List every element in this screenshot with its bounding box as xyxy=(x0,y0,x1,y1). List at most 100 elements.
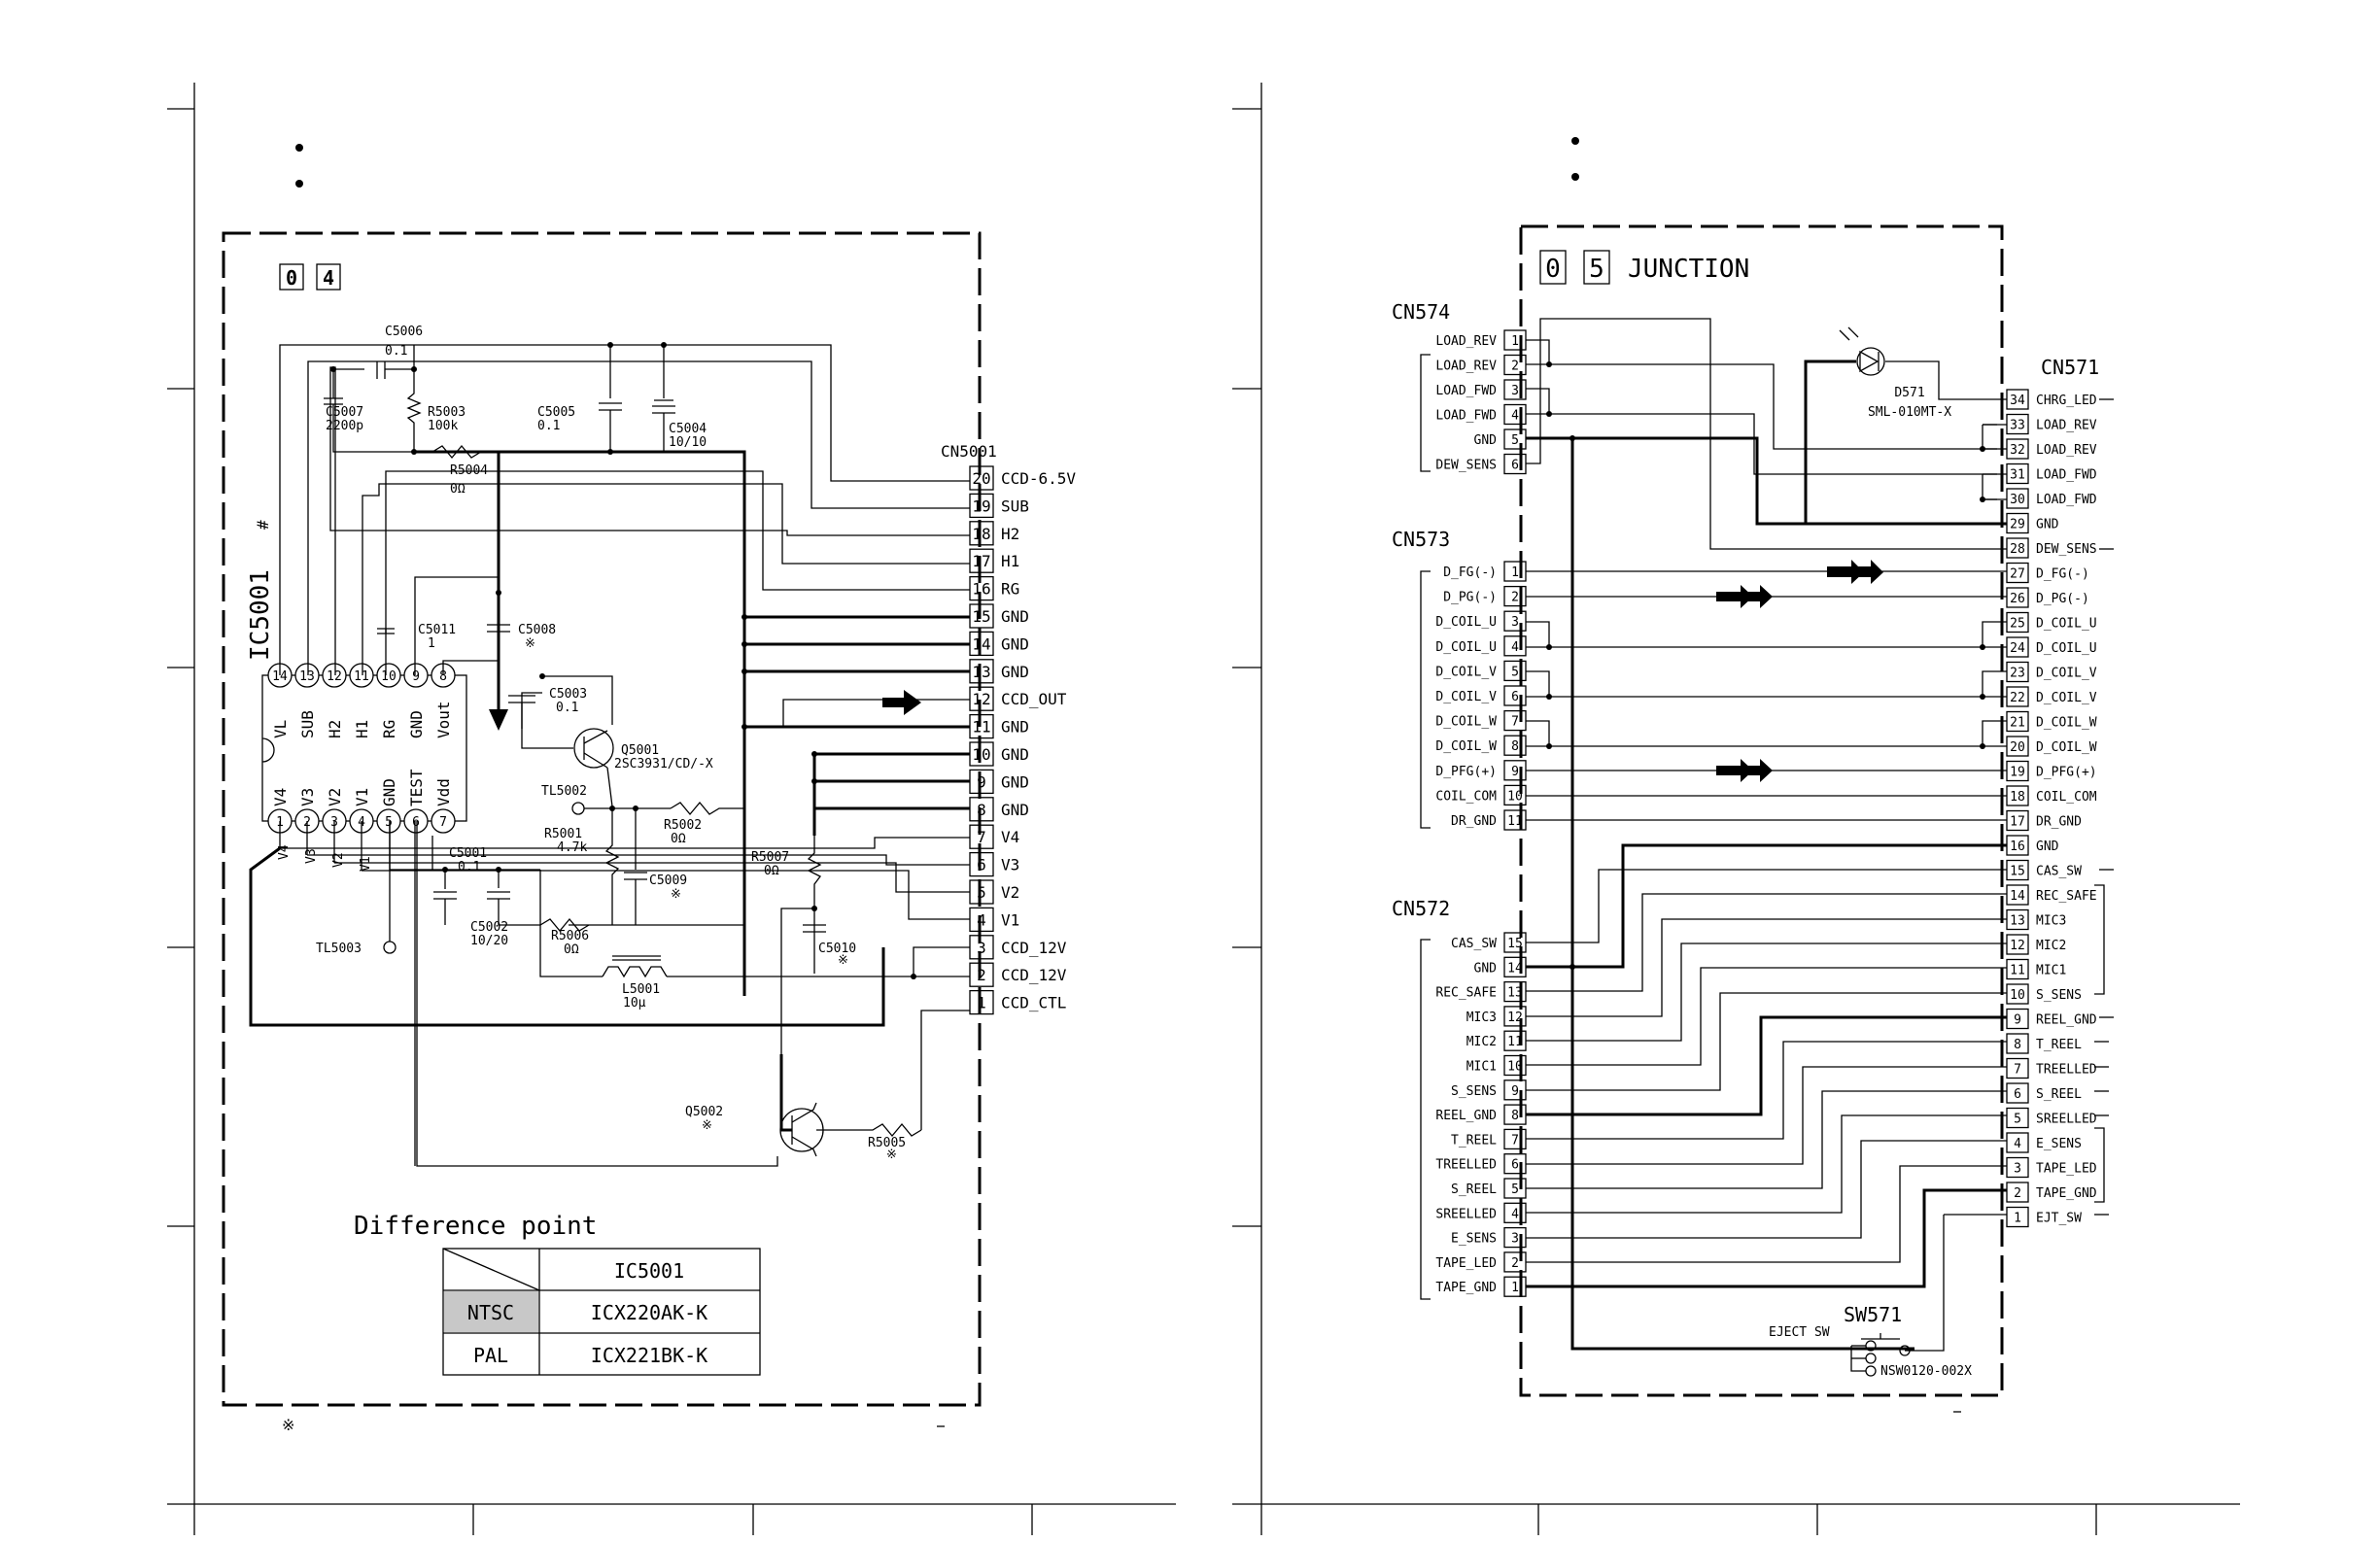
cn573-pin-box xyxy=(1503,660,1527,682)
cn571-pin-number: 11 xyxy=(2010,964,2025,978)
cn571-pin-label: GND xyxy=(2036,518,2059,532)
cn571-pin-label: D_COIL_V xyxy=(2036,667,2097,681)
connector-pin-number: 6 xyxy=(977,856,986,874)
cn572-pin-box xyxy=(1503,1030,1527,1051)
cn571-pin-label: D_COIL_U xyxy=(2036,641,2097,656)
connector-pin-label: V2 xyxy=(1001,883,1019,902)
ic-pin-function: V4 xyxy=(271,788,290,806)
ic-wire-label: V2 xyxy=(331,852,346,868)
component-value: 0.1 xyxy=(537,419,560,433)
component-ref: TL5003 xyxy=(316,942,362,956)
cn571-pin-box xyxy=(2006,636,2029,658)
cn573-pin-box xyxy=(1503,709,1527,732)
cn571-pin-number: 20 xyxy=(2010,740,2025,755)
cn571-pin-number: 7 xyxy=(2014,1063,2021,1078)
ic-pin-function: Vdd xyxy=(434,778,453,806)
ic-pin-number: 6 xyxy=(412,815,420,830)
cn574-pin-number: 5 xyxy=(1511,433,1519,448)
difference-row-value: ICX220AK-K xyxy=(591,1301,707,1324)
cn571-pin-number: 26 xyxy=(2010,592,2025,606)
component-ref: C5010 xyxy=(818,942,856,956)
cn574-pin-number: 1 xyxy=(1511,334,1519,349)
cn572-pin-number: 12 xyxy=(1507,1011,1523,1025)
cn571-pin-box xyxy=(2006,1008,2029,1030)
cn573-pin-number: 3 xyxy=(1511,615,1519,630)
component-ref: C5008 xyxy=(518,623,556,637)
cn571-pin-label: MIC2 xyxy=(2036,939,2066,953)
component-value: ※ xyxy=(525,636,535,651)
connector-pin-label: GND xyxy=(1001,663,1029,681)
connector-pin-label: V1 xyxy=(1001,910,1019,929)
connector-pin-box xyxy=(969,521,994,546)
cn573-pin-number: 11 xyxy=(1507,814,1523,829)
connector-pin-label: GND xyxy=(1001,607,1029,626)
difference-table-header: IC5001 xyxy=(614,1259,684,1283)
cn571-pin-box xyxy=(2006,809,2029,832)
cn571-pin-number: 2 xyxy=(2014,1186,2021,1201)
component-ref: C5003 xyxy=(549,687,587,702)
ic-pin-function: Vout xyxy=(434,701,453,738)
cn573-pin-number: 2 xyxy=(1511,591,1519,605)
cn573-pin-label: D_COIL_U xyxy=(1435,640,1497,655)
cn573-pin-box xyxy=(1503,735,1527,756)
cn571-pin-label: TAPE_LED xyxy=(2036,1162,2097,1177)
cn574-pin-label: LOAD_REV xyxy=(1435,334,1497,349)
cn571-pin-label: GND xyxy=(2036,840,2059,854)
cn573-pin-label: D_PG(-) xyxy=(1443,591,1497,605)
cn574-pin-label: DEW_SENS xyxy=(1435,459,1497,473)
cn571-pin-label: D_PFG(+) xyxy=(2036,766,2097,780)
cn571-pin-box xyxy=(2006,983,2029,1005)
connector-pin-box xyxy=(969,989,994,1015)
cn571-pin-label: S_REEL xyxy=(2036,1087,2082,1102)
cn572-pin-box xyxy=(1503,1178,1527,1199)
connector-pin-label: GND xyxy=(1001,801,1029,819)
cn572-pin-label: S_SENS xyxy=(1451,1084,1497,1099)
connector-pin-box xyxy=(969,907,994,933)
cn572-pin-box xyxy=(1503,1079,1527,1101)
connector-pin-number: 10 xyxy=(972,745,990,764)
cn571-pin-label: D_COIL_V xyxy=(2036,691,2097,705)
cn572-pin-number: 5 xyxy=(1511,1182,1519,1197)
cn573-pin-label: COIL_COM xyxy=(1435,789,1497,804)
connector-pin-label: GND xyxy=(1001,745,1029,764)
cn571-pin-number: 22 xyxy=(2010,691,2025,705)
ic-pin xyxy=(403,663,429,688)
cn573-pin-number: 1 xyxy=(1511,565,1519,580)
cn571-pin-box xyxy=(2006,736,2029,757)
cn571-pin-box xyxy=(2006,1206,2029,1228)
cn571-pin-number: 30 xyxy=(2010,493,2025,507)
cn574-name: CN574 xyxy=(1392,300,1450,324)
cn571-pin-number: 31 xyxy=(2010,468,2025,483)
connector-pin-number: 20 xyxy=(972,469,990,488)
cn571-pin-label: SREELLED xyxy=(2036,1113,2097,1127)
cn571-pin-number: 21 xyxy=(2010,716,2025,731)
connector-pin-label: CCD_CTL xyxy=(1001,994,1066,1012)
cn573-pin-number: 4 xyxy=(1511,640,1519,655)
cn571-pin-box xyxy=(2006,389,2029,410)
cn572-pin-label: TAPE_LED xyxy=(1435,1256,1497,1271)
connector-pin-label: RG xyxy=(1001,580,1019,599)
cn572-pin-label: E_SENS xyxy=(1451,1232,1497,1247)
connector-pin-box xyxy=(969,769,994,795)
component-ref: L5001 xyxy=(622,982,660,997)
cn572-pin-label: REC_SAFE xyxy=(1435,986,1497,1001)
cn571-pin-label: REEL_GND xyxy=(2036,1013,2097,1028)
cn571-pin-number: 18 xyxy=(2010,790,2025,805)
cn573-pin-box xyxy=(1503,635,1527,657)
component-value: 0Ω xyxy=(564,942,579,957)
cn571-pin-label: D_COIL_U xyxy=(2036,617,2097,632)
cn571-pin-label: REC_SAFE xyxy=(2036,889,2097,904)
block-04-digit-1: 4 xyxy=(323,266,334,290)
ic5001-name: IC5001 xyxy=(246,569,275,661)
connector-pin-label: SUB xyxy=(1001,497,1029,515)
component-ref: R5002 xyxy=(664,818,702,833)
cn573-pin-number: 9 xyxy=(1511,765,1519,779)
difference-row-key: NTSC xyxy=(467,1301,514,1324)
bullet-dot xyxy=(295,144,303,152)
cn572-pin-box xyxy=(1503,980,1527,1003)
cn571-pin-number: 17 xyxy=(2010,815,2025,830)
cn574-pin-box xyxy=(1503,453,1527,475)
cn572-pin-label: SREELLED xyxy=(1435,1207,1497,1221)
ic-pin xyxy=(294,663,320,688)
